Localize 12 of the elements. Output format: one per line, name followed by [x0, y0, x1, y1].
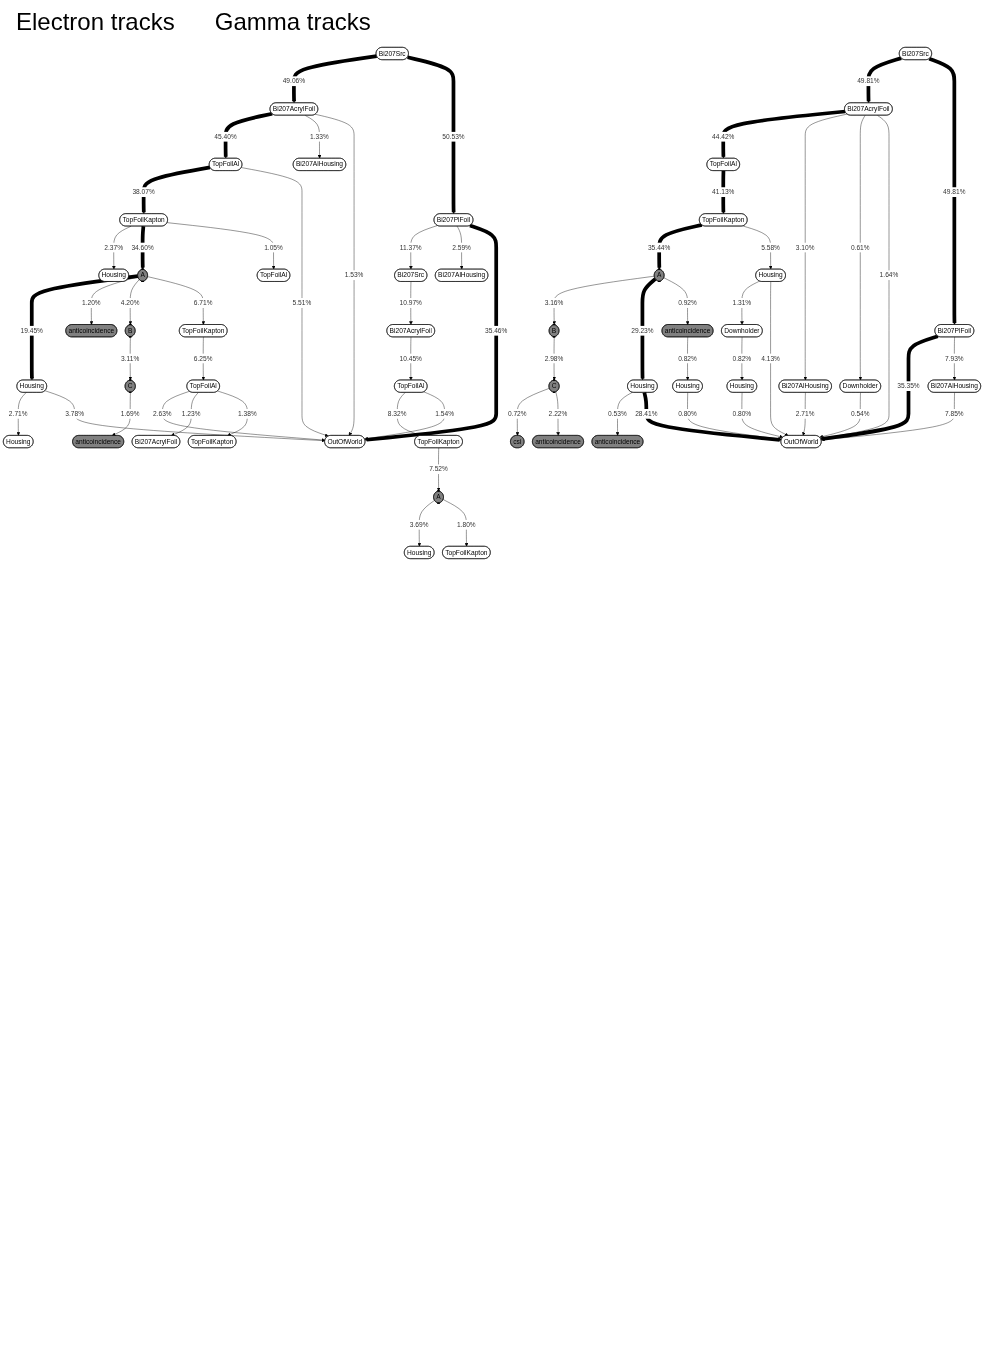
arrow: [141, 165, 211, 214]
arrow: [928, 57, 957, 325]
arrow: [657, 223, 703, 270]
arrow: [721, 170, 726, 214]
arrow: [407, 55, 456, 214]
arrow: [866, 56, 902, 104]
arrow: [721, 109, 846, 159]
arrow: [640, 277, 657, 381]
arrow: [292, 54, 377, 104]
graph-heading: Electron tracks: [16, 8, 175, 36]
graph-heading: Gamma tracks: [214, 8, 371, 36]
arrow: [223, 111, 273, 159]
